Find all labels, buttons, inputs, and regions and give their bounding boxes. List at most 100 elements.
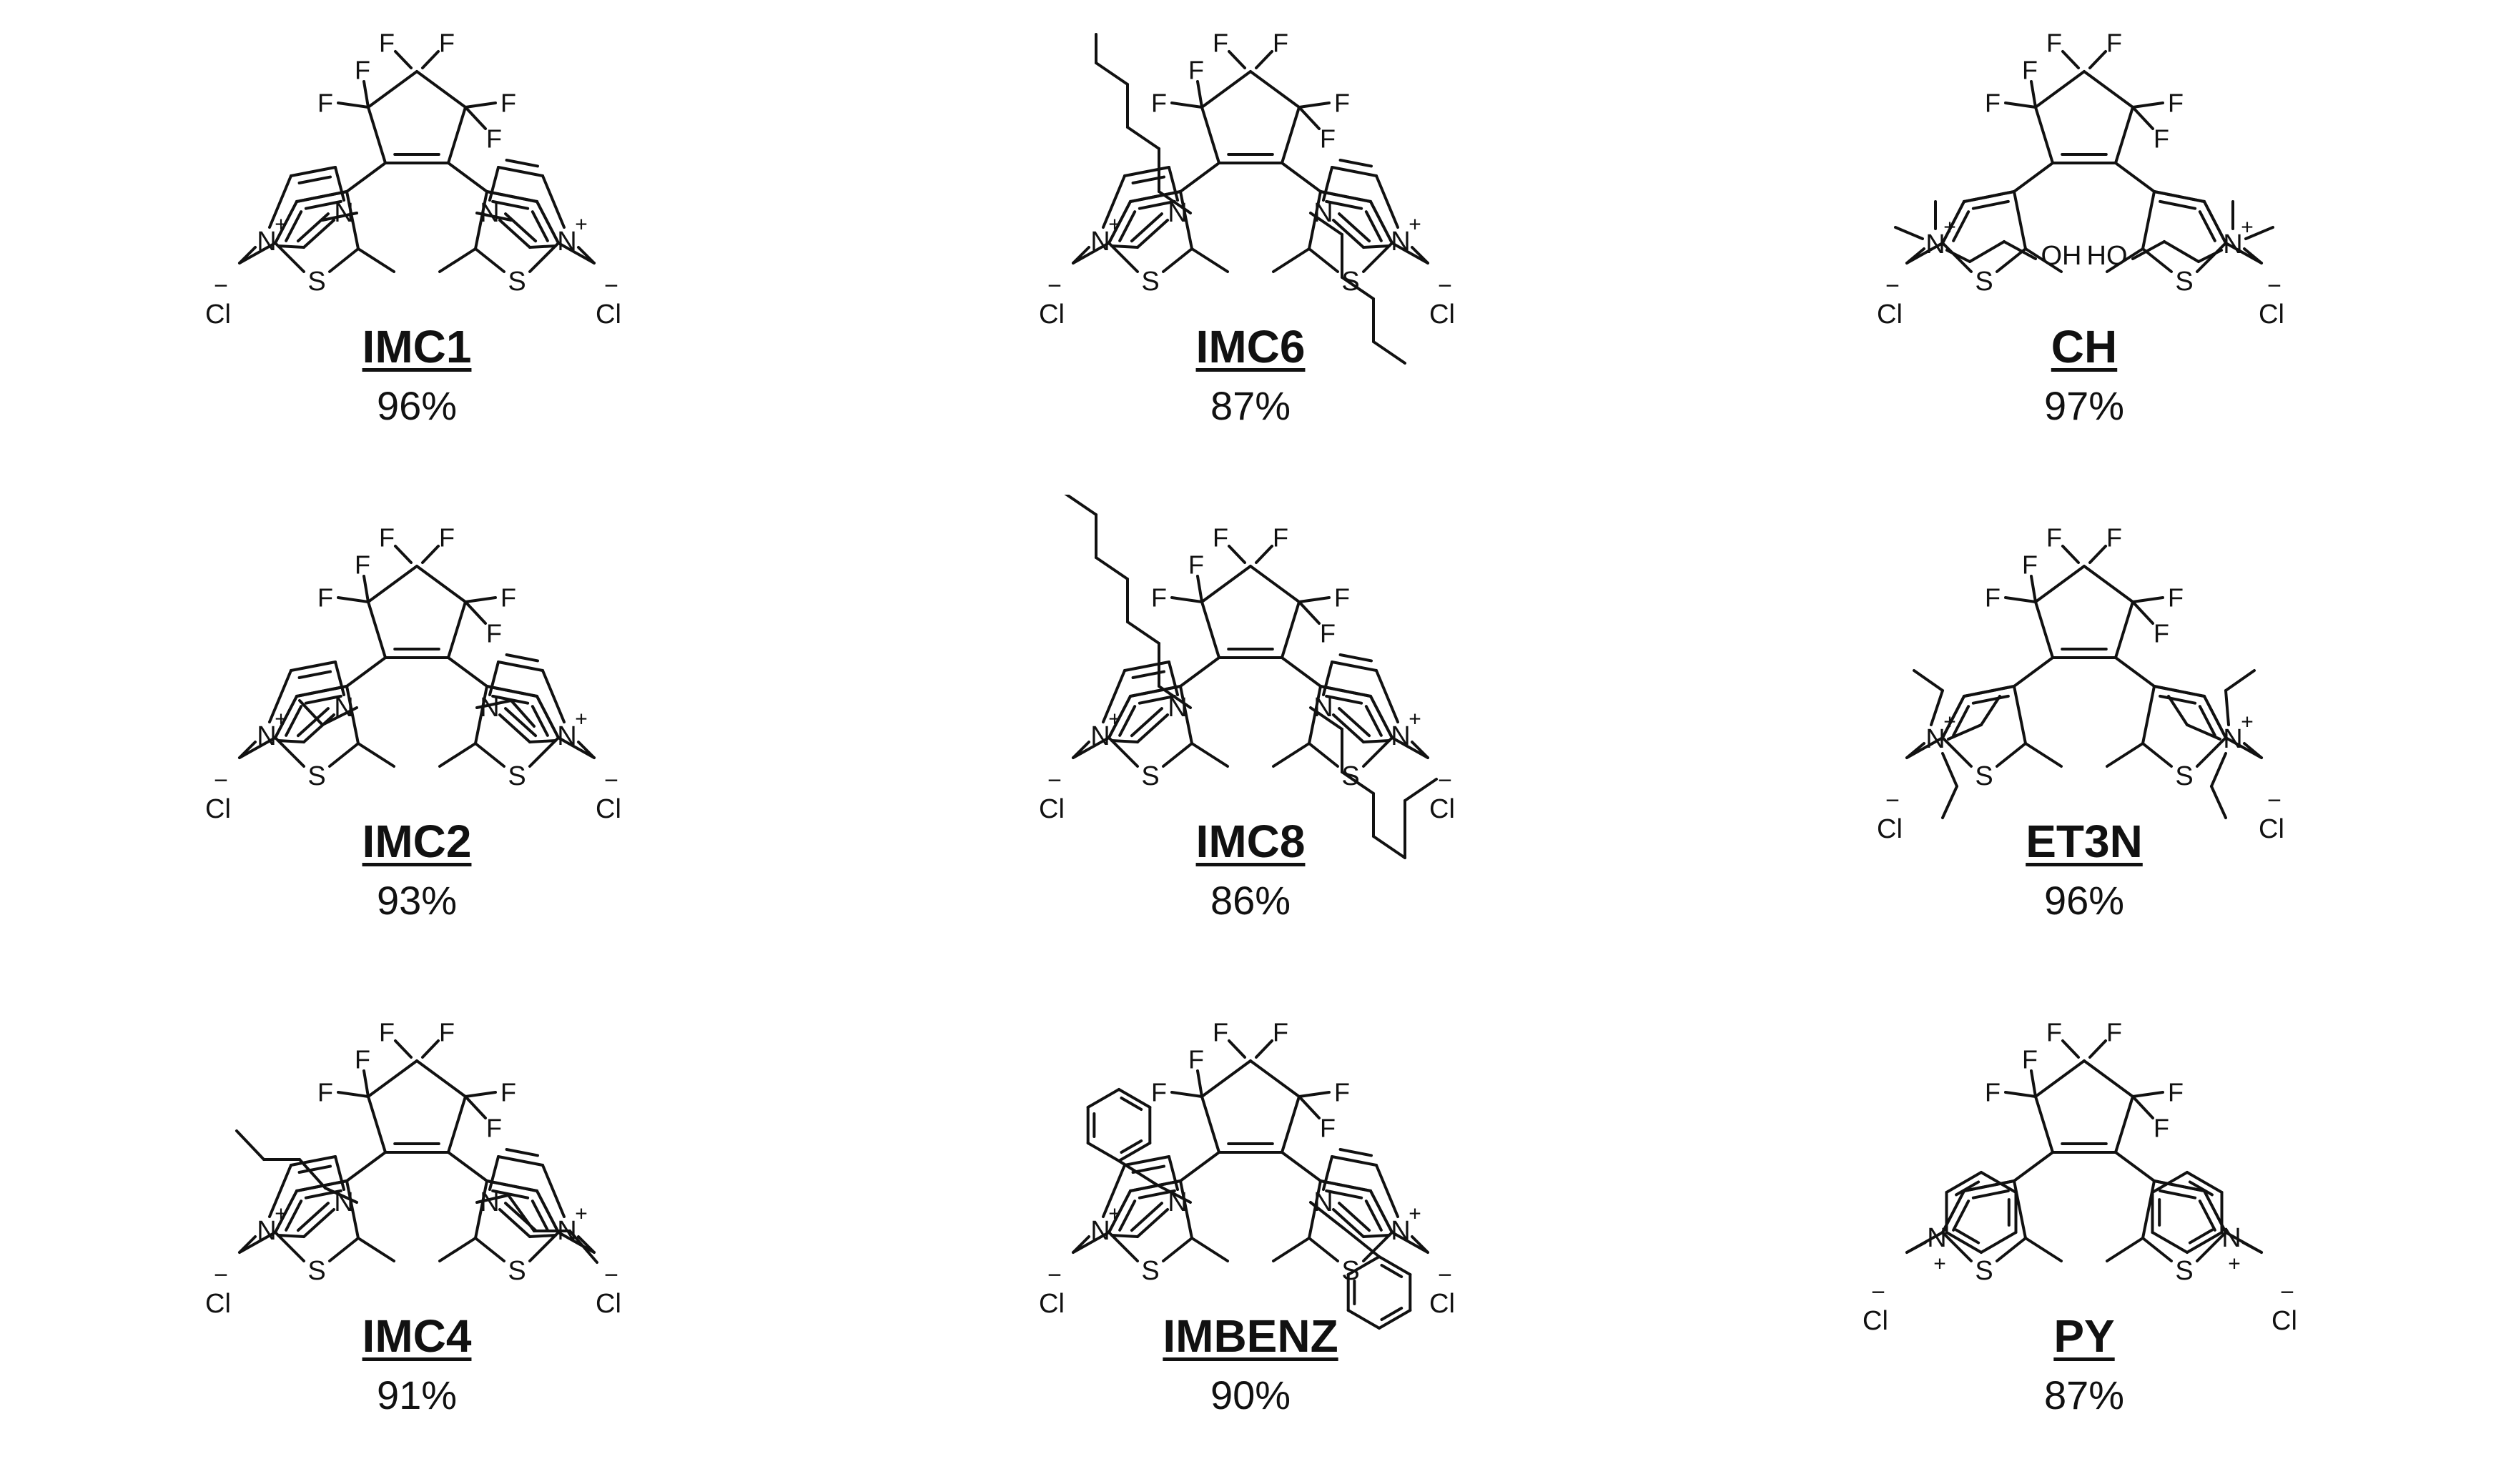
bond: [2141, 1179, 2156, 1240]
double-bond-line: [285, 705, 303, 737]
bond: [274, 200, 298, 244]
fluorine-atom: F: [500, 583, 516, 613]
bond: [1362, 736, 1393, 768]
bond: [447, 1151, 488, 1182]
bond: [1369, 1189, 1393, 1234]
bond: [367, 70, 418, 109]
bond: [2141, 190, 2156, 250]
bond: [334, 661, 345, 696]
fluorine-atom: F: [2106, 1018, 2122, 1047]
bond: [1332, 1208, 1365, 1238]
bond: [274, 695, 298, 739]
nitrogen-atom: N: [1391, 227, 1410, 257]
bond: [1108, 1231, 1139, 1262]
bond: [464, 102, 497, 109]
fluorine-atom: F: [2168, 1078, 2184, 1107]
positive-charge: +: [1933, 1252, 1946, 1276]
bond: [2083, 565, 2134, 603]
bond: [277, 244, 305, 249]
aromatic-bond: [1086, 1142, 1120, 1162]
bond: [1319, 685, 1372, 698]
alkyl-bond: [2167, 695, 2189, 726]
bond: [295, 685, 348, 698]
bond: [557, 1231, 596, 1254]
fluorine-atom: F: [1151, 89, 1167, 118]
bond: [1369, 695, 1393, 739]
bond: [1281, 1151, 1322, 1182]
sulfur-atom: S: [1975, 761, 1993, 791]
aromatic-bond: [1086, 1088, 1120, 1109]
bond: [541, 1164, 566, 1218]
alkyl-bond: [2003, 240, 2037, 260]
fluorine-atom: F: [439, 523, 455, 553]
bond: [541, 669, 566, 723]
bond: [488, 1155, 500, 1191]
bond: [1200, 1059, 1252, 1098]
bond: [1963, 190, 2016, 203]
sulfur-atom: S: [1141, 1256, 1159, 1286]
methyl-bond: [1272, 742, 1311, 768]
bond: [290, 1155, 337, 1167]
bond: [1228, 1039, 1246, 1059]
alkyl-bond: [2210, 752, 2227, 788]
methyl-bond: [1894, 226, 1924, 240]
bond: [334, 1155, 345, 1191]
fluorine-atom: F: [2022, 1045, 2038, 1074]
nitrogen-atom: N: [1313, 198, 1333, 228]
compound-yield: 90%: [1210, 1372, 1291, 1418]
bond: [302, 219, 335, 249]
chloride-anion: Cl: [1039, 1289, 1065, 1319]
bond: [2114, 162, 2156, 193]
double-bond-line: [1338, 1148, 1373, 1157]
bond: [2034, 1059, 2086, 1098]
bond: [1108, 695, 1132, 739]
positive-charge: +: [575, 1202, 588, 1226]
fluorine-atom: F: [2106, 29, 2122, 58]
bond: [268, 174, 292, 229]
negative-charge: −: [604, 1262, 618, 1289]
fluorine-atom: F: [1213, 523, 1228, 553]
bond: [2061, 50, 2080, 69]
alkyl-bond: [298, 699, 324, 726]
compound-name: IMC2: [362, 816, 472, 867]
positive-charge: +: [1409, 213, 1421, 237]
double-bond-line: [1138, 694, 1176, 705]
bond: [1072, 246, 1090, 264]
bond: [1905, 742, 1925, 759]
bond: [2088, 545, 2107, 564]
positive-charge: +: [1108, 1202, 1121, 1226]
methyl-bond: [1190, 742, 1229, 768]
fluorine-atom: F: [1334, 89, 1350, 118]
bond: [1110, 244, 1139, 249]
aromatic-bond: [1380, 1307, 1404, 1321]
bond: [1108, 736, 1139, 768]
compound-yield: 91%: [376, 1372, 458, 1418]
bond: [1362, 244, 1391, 249]
compound-yield: 87%: [2043, 1372, 2125, 1418]
negative-charge: −: [604, 272, 618, 300]
bond: [1072, 1231, 1110, 1254]
aromatic-bond: [1120, 1097, 1143, 1111]
fluorine-atom: F: [317, 583, 333, 613]
nitrogen-atom: N: [2223, 229, 2242, 259]
fluorine-atom: F: [355, 550, 370, 580]
methyl-bond: [2106, 742, 2144, 768]
alkyl-bond: [1095, 61, 1129, 86]
alkyl-bond: [1158, 685, 1192, 709]
bond: [2153, 685, 2206, 698]
aromatic-bond: [1118, 1142, 1152, 1162]
positive-charge: +: [1409, 708, 1421, 731]
aromatic-bond: [1980, 1231, 2018, 1254]
compound-name: IMC1: [362, 321, 472, 372]
double-bond-line: [285, 1199, 303, 1232]
negative-charge: −: [1047, 767, 1062, 794]
methyl-bond: [2024, 1237, 2063, 1262]
bond: [1905, 1241, 1927, 1254]
bond: [498, 1208, 531, 1238]
sulfur-atom: S: [2175, 267, 2193, 297]
double-bond-line: [297, 670, 332, 679]
bond: [1331, 1155, 1378, 1167]
